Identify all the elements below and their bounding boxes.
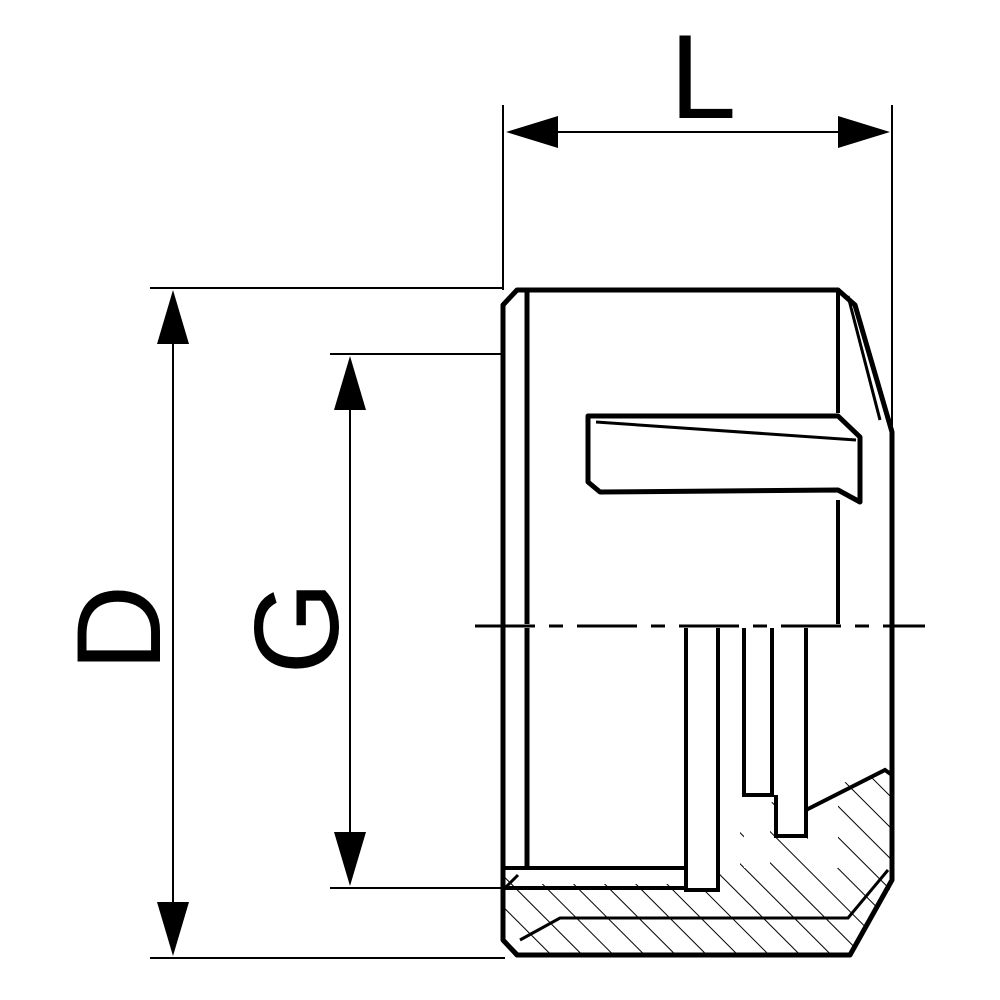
- section-slope-top: [805, 767, 894, 812]
- dimension-length: L: [502, 10, 893, 440]
- arrowhead-top: [157, 290, 189, 344]
- part-lower-section: [500, 626, 895, 958]
- groove-cutout-2: [776, 628, 808, 838]
- outer-profile-top: [500, 287, 895, 626]
- groove-cutout-1: [686, 628, 718, 890]
- arrowhead-thread-top: [334, 356, 366, 410]
- chamfer-line: [846, 295, 882, 421]
- thread-chamfer: [503, 873, 520, 890]
- groove-1: [684, 628, 720, 892]
- groove-3: [774, 628, 808, 838]
- arrowhead-right: [838, 116, 890, 148]
- label-thread: G: [230, 581, 364, 674]
- label-length: L: [670, 10, 737, 144]
- groove-2: [742, 628, 774, 797]
- arrowhead-bottom: [157, 902, 189, 956]
- outer-profile-bottom: [500, 626, 895, 958]
- dimension-thread: G: [230, 353, 505, 889]
- slot-inner-edge: [595, 420, 857, 442]
- part-upper-view: [500, 287, 895, 626]
- label-outer-diameter: D: [52, 585, 186, 672]
- section-slope-bottom: [519, 869, 890, 942]
- arrowhead-thread-bottom: [334, 832, 366, 886]
- bore-cutout: [527, 628, 838, 884]
- dimension-outer-diameter: D: [52, 287, 505, 959]
- arrowhead-left: [506, 116, 558, 148]
- slot: [585, 413, 863, 505]
